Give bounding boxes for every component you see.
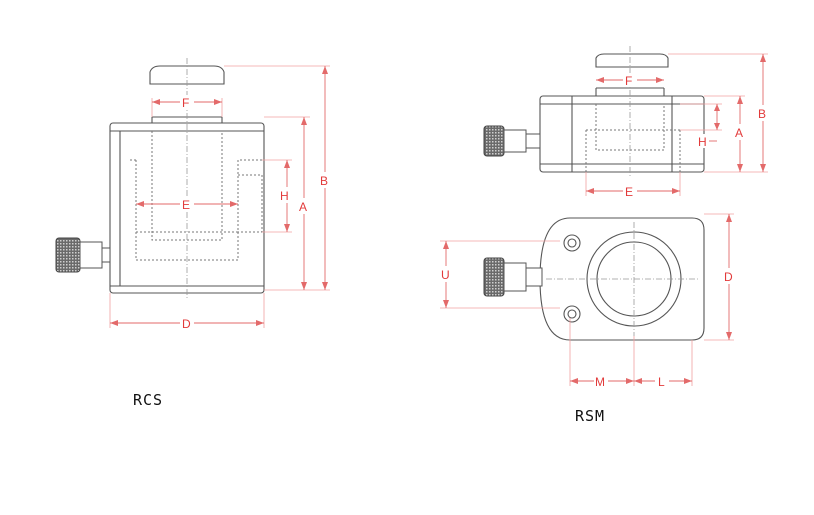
- rcs-dim-d-label: D: [182, 317, 191, 331]
- rsm-dim-m: M: [569, 318, 635, 389]
- rsm-dim-a: A: [704, 95, 747, 172]
- rcs-dim-a-label: A: [299, 200, 307, 214]
- rcs-dim-h: H: [262, 159, 292, 233]
- rcs-dim-d: D: [109, 293, 265, 331]
- rsm-dim-l-label: L: [658, 375, 665, 389]
- rcs-hidden-bore: [135, 159, 262, 261]
- rcs-coupler: [55, 237, 111, 273]
- rsm-dim-e-label: E: [625, 185, 633, 199]
- rsm-caption: RSM: [575, 407, 605, 425]
- rsm-dim-m-label: M: [595, 375, 605, 389]
- rsm-dim-u-label: U: [441, 268, 450, 282]
- rsm-dim-h: H: [680, 103, 722, 149]
- rcs-dim-b: B: [224, 65, 332, 291]
- rsm-dim-h-label: H: [698, 135, 707, 149]
- rsm-dim-e: E: [585, 172, 681, 199]
- rcs-dim-b-label: B: [320, 174, 328, 188]
- rsm-dim-l: L: [634, 340, 693, 389]
- rcs-dim-e-label: E: [182, 198, 190, 212]
- rcs-caption: RCS: [133, 391, 163, 409]
- rsm-side-coupler: [483, 125, 541, 157]
- rcs-dim-f: F: [151, 95, 223, 117]
- rsm-saddle: [595, 53, 669, 68]
- rcs-dim-h-label: H: [280, 189, 289, 203]
- rsm-dim-f-label: F: [625, 74, 632, 88]
- rsm-top-view: U D M L RSM: [439, 213, 736, 425]
- rcs-dim-f-label: F: [182, 96, 189, 110]
- rsm-dim-b: B: [668, 53, 770, 173]
- rcs-cylinder-drawing: B A H F: [55, 58, 332, 409]
- rsm-dim-d-label: D: [724, 270, 733, 284]
- rsm-dim-f: F: [596, 73, 664, 88]
- rcs-dim-a: A: [264, 116, 311, 290]
- rsm-body: [539, 95, 705, 173]
- rcs-saddle: [149, 65, 225, 85]
- rsm-dim-a-label: A: [735, 126, 743, 140]
- rsm-dim-b-label: B: [758, 107, 766, 121]
- rsm-dim-d: D: [704, 213, 736, 341]
- rsm-mount-hole-top: [563, 234, 581, 252]
- rsm-dim-u: U: [439, 240, 560, 309]
- rsm-mount-hole-bottom: [563, 305, 581, 323]
- rsm-top-coupler: [483, 257, 543, 297]
- rsm-side-view: B A H F: [483, 46, 770, 199]
- rcs-dim-e: E: [136, 197, 238, 212]
